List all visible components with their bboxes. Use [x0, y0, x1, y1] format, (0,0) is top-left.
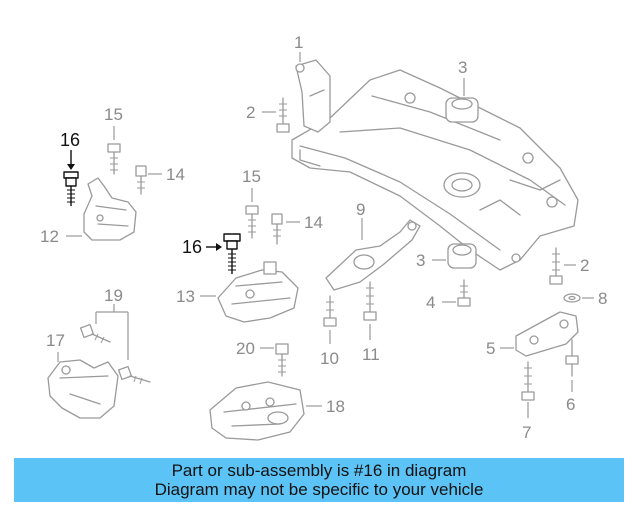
torque-rod-part-9[interactable] — [325, 219, 421, 291]
bolt-part-19-b[interactable] — [117, 365, 151, 385]
callout-15-top: 15 — [104, 105, 123, 124]
transmission-mount-part-13[interactable] — [217, 261, 299, 323]
mount-part-18[interactable] — [209, 381, 305, 441]
callout-12: 12 — [40, 227, 59, 246]
callout-7: 7 — [522, 423, 531, 442]
callout-2-right: 2 — [580, 256, 589, 275]
bolt-part-15-mid[interactable] — [245, 205, 259, 239]
callout-3-lower: 3 — [416, 251, 425, 270]
banner-line-2: Diagram may not be specific to your vehi… — [154, 480, 484, 499]
banner-line-1: Part or sub-assembly is #16 in diagram — [171, 461, 467, 480]
callout-15-mid: 15 — [242, 167, 261, 186]
bolt-part-14-mid[interactable] — [271, 213, 283, 245]
bolt-part-15-top[interactable] — [107, 143, 121, 175]
bolt-part-7[interactable] — [521, 361, 535, 401]
callout-14-top: 14 — [166, 165, 185, 184]
callout-4: 4 — [426, 293, 435, 312]
mount-part-17[interactable] — [47, 359, 119, 419]
callout-10: 10 — [320, 349, 339, 368]
bolt-part-16-mid[interactable] — [223, 233, 241, 274]
parts-diagram: 1 2 3 2 3 4 — [40, 33, 607, 442]
bolt-part-2-top[interactable] — [276, 97, 290, 133]
bolt-part-14-top[interactable] — [135, 165, 147, 195]
bushing-part-3-lower[interactable] — [447, 243, 477, 269]
info-banner: Part or sub-assembly is #16 in diagram D… — [14, 458, 624, 502]
bolt-part-4[interactable] — [457, 279, 471, 307]
bracket-part-1[interactable] — [295, 59, 331, 133]
bolt-part-2-right[interactable] — [549, 247, 563, 285]
callout-5: 5 — [486, 339, 495, 358]
callout-6: 6 — [566, 395, 575, 414]
bolt-part-20[interactable] — [275, 343, 289, 377]
bolt-part-19-a[interactable] — [79, 323, 111, 344]
callout-3-top: 3 — [458, 58, 467, 77]
bolt-part-10[interactable] — [323, 295, 337, 327]
bolt-part-6[interactable] — [565, 339, 579, 377]
callout-19: 19 — [104, 286, 123, 305]
callout-1: 1 — [294, 33, 303, 52]
callout-16-mid: 16 — [182, 237, 202, 257]
bushing-part-3-top[interactable] — [445, 97, 479, 123]
subframe-part[interactable] — [291, 69, 579, 271]
callout-2-top: 2 — [246, 103, 255, 122]
callout-9: 9 — [356, 200, 365, 219]
callout-14-mid: 14 — [304, 213, 323, 232]
bracket-part-5[interactable] — [515, 311, 579, 357]
washer-part-8[interactable] — [563, 293, 581, 303]
callout-13: 13 — [176, 287, 195, 306]
callout-16-left: 16 — [60, 130, 80, 150]
engine-mount-part-12[interactable] — [83, 177, 137, 241]
callout-11: 11 — [362, 345, 380, 364]
callout-8: 8 — [598, 289, 607, 308]
callout-17: 17 — [46, 331, 65, 350]
bolt-part-16-left[interactable] — [63, 171, 79, 206]
callout-18: 18 — [326, 397, 345, 416]
callout-20: 20 — [236, 339, 255, 358]
bolt-part-11[interactable] — [363, 281, 377, 321]
